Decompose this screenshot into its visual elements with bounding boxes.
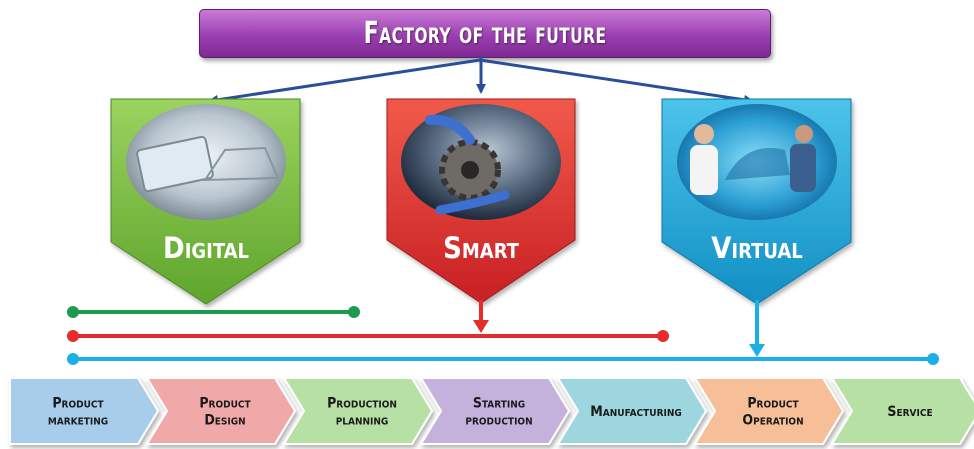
stage-chevron (9, 377, 160, 445)
timeline-red-start (67, 330, 79, 342)
stage-chevron (145, 377, 297, 445)
stage-label: Operation (742, 413, 803, 429)
engineer-right-body (790, 144, 816, 192)
title-banner: Factory of the future (199, 9, 771, 58)
stage-label: marketing (48, 413, 108, 429)
stage-chevron (556, 377, 708, 445)
pillar-label-digital: Digital (163, 231, 249, 265)
connector-to-digital (208, 58, 481, 105)
pillar-smart: Smart (386, 98, 576, 304)
pillar-virtual: Virtual (661, 98, 852, 305)
stage-label: Manufacturing (590, 404, 682, 420)
stage-label: Production (327, 396, 397, 412)
connector-to-virtual (479, 58, 754, 105)
engineer-right-head (795, 125, 813, 143)
stage-label: Product (52, 396, 104, 412)
engineer-left-body (690, 145, 718, 195)
stage-label: planning (336, 413, 389, 429)
stage-label: Product (747, 396, 799, 412)
pillar-digital: Digital (110, 98, 301, 305)
pillar-drop-arrows (473, 300, 765, 357)
page-title: Factory of the future (363, 16, 607, 51)
timeline-green-end (348, 306, 360, 318)
virtual-car-image (725, 148, 790, 180)
gear-hub-image (461, 161, 479, 179)
title-connectors (208, 56, 754, 105)
stage-label: Starting (473, 396, 525, 412)
engineer-left-head (694, 124, 714, 144)
timeline-green-start (67, 306, 79, 318)
stage-chevron (830, 377, 974, 445)
timeline-red-end (657, 330, 669, 342)
car-frame-image (203, 146, 280, 182)
tablet-image (136, 135, 214, 193)
pillar-label-smart: Smart (443, 231, 520, 265)
stage-label: Design (204, 413, 245, 429)
stage-chevron (282, 377, 434, 445)
timeline-blue-start (67, 353, 79, 365)
robot-arm-image (425, 114, 475, 145)
stage-manufacturing: Manufacturing (556, 377, 708, 445)
robot-arm-lower-image (435, 190, 510, 215)
pillar-label-virtual: Virtual (711, 231, 803, 265)
virtual-drop-arrowhead (749, 344, 765, 357)
stage-chevron (693, 377, 845, 445)
stage-label: Product (199, 396, 251, 412)
stage-chevron (419, 377, 571, 445)
timeline-red (67, 330, 669, 342)
timeline-blue (67, 353, 939, 365)
value-chain: ProductmarketingProductDesignProductionp… (9, 377, 974, 445)
timeline-green (67, 306, 360, 318)
smart-drop-arrowhead (473, 320, 489, 333)
stage-label: Service (887, 404, 932, 420)
stage-service: Service (830, 377, 974, 445)
stage-label: production (465, 413, 532, 429)
timeline-blue-end (927, 353, 939, 365)
